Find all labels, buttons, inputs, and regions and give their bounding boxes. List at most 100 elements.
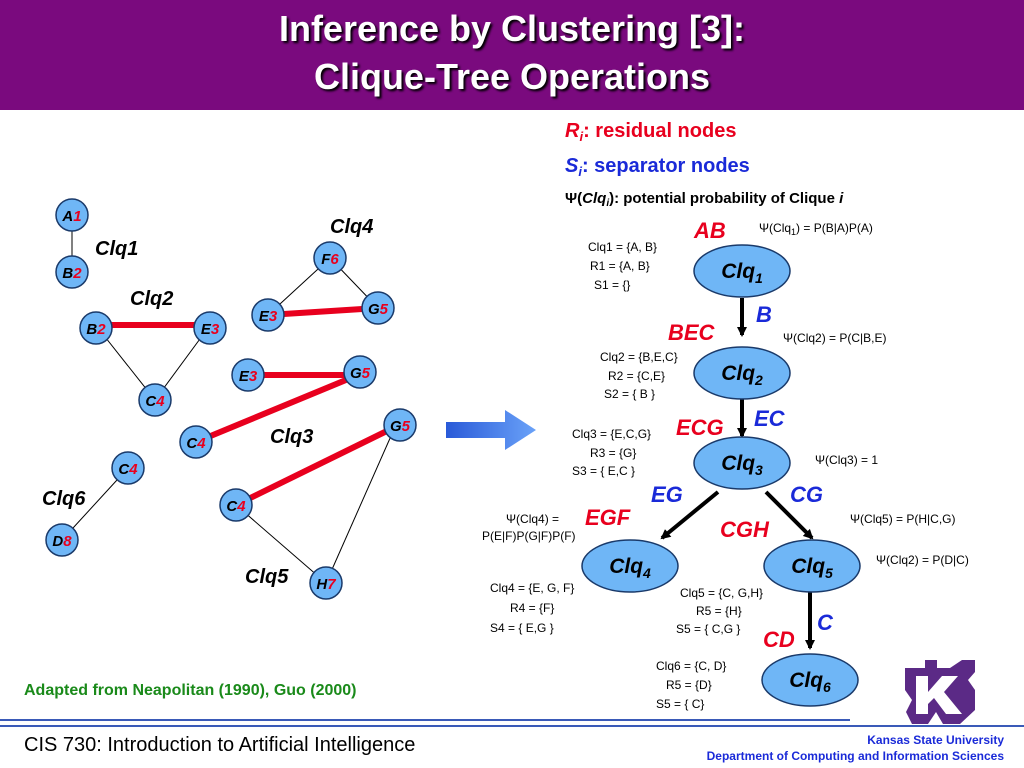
svg-text:Clq2: Clq2 <box>721 362 763 388</box>
red-label-egf: EGF <box>585 505 631 530</box>
svg-text:Clq3: Clq3 <box>721 452 763 478</box>
info-clq2: Clq2 = {B,E,C} R2 = {C,E} S2 = { B } <box>600 350 678 401</box>
blue-label-eg: EG <box>651 482 683 507</box>
legend-separator: Si: separator nodes <box>565 155 750 179</box>
info-clq3: Clq3 = {E,C,G} R3 = {G} S3 = { E,C } <box>572 427 651 478</box>
svg-text:B2: B2 <box>62 265 82 282</box>
title-line-1: Inference by Clustering [3]: <box>278 8 746 49</box>
node-a1: A1 <box>55 198 89 232</box>
svg-text:R4 = {F}: R4 = {F} <box>510 601 554 615</box>
svg-text:R5 = {H}: R5 = {H} <box>696 604 742 618</box>
red-label-cgh: CGH <box>720 517 770 542</box>
left-graph-edges <box>61 215 396 584</box>
node-b2-clq2: B2 <box>79 311 113 345</box>
node-d8: D8 <box>45 523 79 557</box>
potential-clq3: Ψ(Clq3) = 1 <box>815 453 878 467</box>
svg-text:C4: C4 <box>186 435 206 452</box>
svg-text:Clq6: Clq6 <box>789 669 831 695</box>
tree-edges <box>660 298 815 650</box>
svg-text:E3: E3 <box>239 368 258 385</box>
svg-text:G5: G5 <box>368 301 389 318</box>
tree-edge-3-4 <box>660 490 720 540</box>
node-g5-clq4: G5 <box>361 291 395 325</box>
svg-text:S1 = {}: S1 = {} <box>594 278 630 292</box>
svg-text:Clq4 = {E, G, F}: Clq4 = {E, G, F} <box>490 581 574 595</box>
node-c4-clq6: C4 <box>111 451 145 485</box>
red-label-bec: BEC <box>668 320 716 345</box>
red-edge-c-g-low <box>234 424 397 508</box>
svg-text:C4: C4 <box>226 498 246 515</box>
potential-clq6: Ψ(Clq2) = P(D|C) <box>876 553 969 567</box>
department-name: Department of Computing and Information … <box>706 749 1004 763</box>
svg-text:R2 = {C,E}: R2 = {C,E} <box>608 369 665 383</box>
tree-node-clq4: Clq4 <box>581 539 679 593</box>
legend-potential: Ψ(Clqi): potential probability of Clique… <box>565 190 844 209</box>
info-clq5: Clq5 = {C, G,H} R5 = {H} S5 = { C,G } <box>676 586 763 636</box>
svg-text:S5 = { C}: S5 = { C} <box>656 697 704 711</box>
label-clq5: Clq5 <box>245 566 289 588</box>
blue-label-cg: CG <box>790 482 823 507</box>
node-e3-clq2: E3 <box>193 311 227 345</box>
node-c4-clq3: C4 <box>179 425 213 459</box>
node-c4-clq2: C4 <box>138 383 172 417</box>
svg-text:R5 = {D}: R5 = {D} <box>666 678 712 692</box>
wildcat-logo <box>905 660 975 724</box>
svg-text:G5: G5 <box>350 365 371 382</box>
svg-text:G5: G5 <box>390 418 411 435</box>
blue-label-c: C <box>817 610 834 635</box>
tree-node-clq5: Clq5 <box>763 539 861 593</box>
tree-edge-3-5 <box>764 490 814 540</box>
svg-text:H7: H7 <box>316 576 336 593</box>
red-label-ecg: ECG <box>676 415 724 440</box>
red-edge-c-g <box>194 372 360 445</box>
university-name: Kansas State University <box>867 733 1004 747</box>
svg-text:R1 = {A, B}: R1 = {A, B} <box>590 259 650 273</box>
svg-text:B2: B2 <box>86 321 106 338</box>
edge-c-h <box>235 504 327 584</box>
potential-clq1: Ψ(Clq1) = P(B|A)P(A) <box>759 221 873 237</box>
potential-clq2: Ψ(Clq2) = P(C|B,E) <box>783 331 887 345</box>
red-label-ab: AB <box>693 218 726 243</box>
svg-text:F6: F6 <box>321 251 339 268</box>
title-bar: Inference by Clustering [3]: Clique-Tree… <box>0 0 1024 110</box>
svg-text:Clq5 = {C, G,H}: Clq5 = {C, G,H} <box>680 586 763 600</box>
label-clq2: Clq2 <box>130 288 173 310</box>
tree-node-clq1: Clq1 <box>693 244 791 298</box>
node-h7: H7 <box>309 566 343 600</box>
legend-residual: Ri: residual nodes <box>565 120 736 144</box>
svg-text:Clq3 = {E,C,G}: Clq3 = {E,C,G} <box>572 427 651 441</box>
svg-text:Clq2 = {B,E,C}: Clq2 = {B,E,C} <box>600 350 678 364</box>
node-e3-clq3: E3 <box>231 358 265 392</box>
svg-text:S3 = { E,C }: S3 = { E,C } <box>572 464 635 478</box>
label-clq3: Clq3 <box>270 426 313 448</box>
svg-text:E3: E3 <box>259 308 278 325</box>
tree-node-clq3: Clq3 <box>693 436 791 490</box>
svg-text:R3 = {G}: R3 = {G} <box>590 446 636 460</box>
potential-clq4-b: P(E|F)P(G|F)P(F) <box>482 529 576 543</box>
title-line-2: Clique-Tree Operations <box>313 56 711 97</box>
potential-clq5: Ψ(Clq5) = P(H|C,G) <box>850 512 956 526</box>
svg-text:S5 = { C,G }: S5 = { C,G } <box>676 622 740 636</box>
blue-label-ec: EC <box>754 406 786 431</box>
info-clq1: Clq1 = {A, B} R1 = {A, B} S1 = {} <box>588 240 657 292</box>
red-label-cd: CD <box>763 627 795 652</box>
red-edge-e-g-top <box>267 305 379 318</box>
course-title: CIS 730: Introduction to Artificial Inte… <box>24 734 416 756</box>
svg-text:E3: E3 <box>201 321 220 338</box>
info-clq4: Clq4 = {E, G, F} R4 = {F} S4 = { E,G } <box>490 581 574 635</box>
blue-label-b: B <box>756 302 772 327</box>
node-e3-clq4: E3 <box>251 298 285 332</box>
svg-text:C4: C4 <box>118 461 138 478</box>
svg-text:Clq6 = {C, D}: Clq6 = {C, D} <box>656 659 726 673</box>
label-clq6: Clq6 <box>42 488 86 510</box>
svg-text:Clq1 = {A, B}: Clq1 = {A, B} <box>588 240 657 254</box>
node-c4-clq5: C4 <box>219 488 253 522</box>
svg-text:S4 = { E,G }: S4 = { E,G } <box>490 621 554 635</box>
label-clq4: Clq4 <box>330 216 373 238</box>
svg-text:D8: D8 <box>52 533 72 550</box>
tree-node-clq6: Clq6 <box>761 653 859 707</box>
svg-text:S2 = { B }: S2 = { B } <box>604 387 655 401</box>
svg-text:A1: A1 <box>61 208 81 225</box>
tree-node-clq2: Clq2 <box>693 346 791 400</box>
